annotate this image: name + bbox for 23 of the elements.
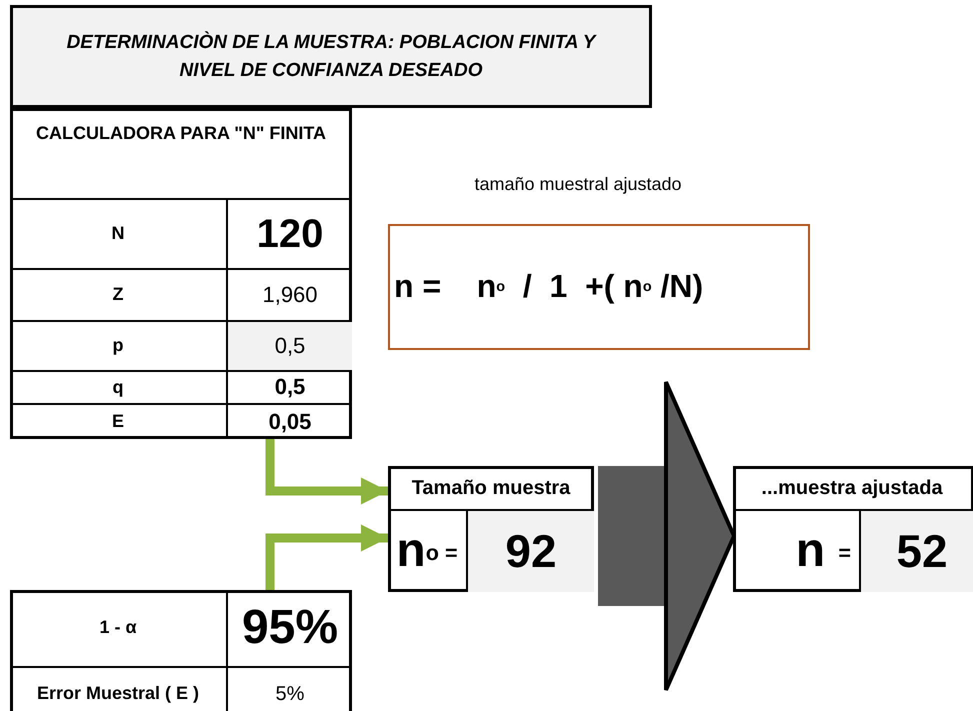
table-cell: N (10, 200, 228, 270)
table-cell: 0,5 (228, 322, 352, 372)
result-table (388, 466, 594, 592)
table-cell-text: 0,05 (268, 408, 312, 436)
table-cell: 0,5 (228, 372, 352, 405)
data-table (10, 590, 352, 711)
result-table (733, 466, 973, 592)
table-cell: Error Muestral ( E ) (10, 668, 228, 711)
title-text: DETERMINACIÒN DE LA MUESTRA: POBLACION FINITA Y NIVEL DE CONFIANZA DESEADO (66, 30, 598, 82)
table-cell: 1 - α (10, 590, 228, 668)
table-cell: 120 (228, 200, 352, 270)
table-cell: E (10, 405, 228, 439)
table-cell: 52 (861, 511, 973, 592)
elbow-arrow (266, 439, 388, 504)
table-cell: 95% (228, 590, 352, 668)
table-cell: 92 (468, 511, 594, 592)
caption-text: tamaño muestral ajustado (473, 173, 683, 196)
table-cell: Z (10, 270, 228, 322)
table-cell: q (10, 372, 228, 405)
elbow-arrow (266, 524, 388, 590)
data-table (10, 108, 352, 439)
table-cell: CALCULADORA PARA "N" FINITA (10, 108, 352, 200)
table-cell-text: 5% (274, 682, 306, 707)
